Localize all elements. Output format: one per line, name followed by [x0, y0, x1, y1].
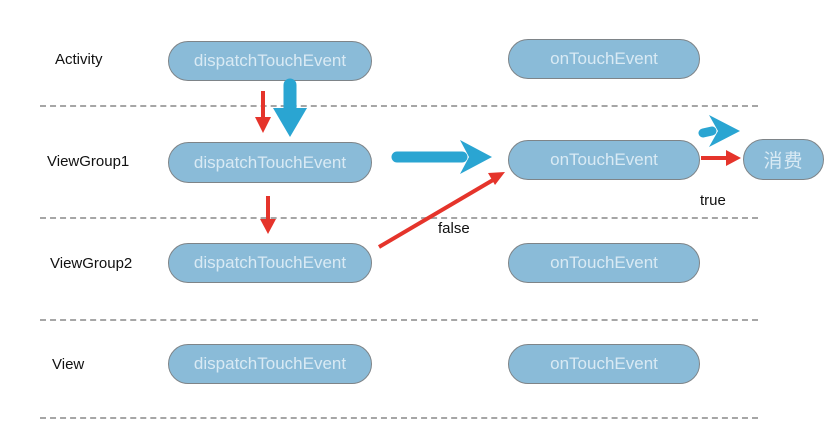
- false-label: false: [438, 220, 470, 237]
- pill-activity-ontouchevent: onTouchEvent: [508, 39, 700, 79]
- pill-viewgroup2-dispatchtouchevent: dispatchTouchEvent: [168, 243, 372, 283]
- pill-activity-dispatchtouchevent: dispatchTouchEvent: [168, 41, 372, 81]
- pill-view-dispatchtouchevent: dispatchTouchEvent: [168, 344, 372, 384]
- pill-viewgroup2-ontouchevent: onTouchEvent: [508, 243, 700, 283]
- red-arrow-down-activity-to-viewgroup1-icon: [255, 91, 271, 133]
- true-label: true: [700, 192, 726, 209]
- blue-arrow-right-dispatch-to-ontouch-icon: [391, 140, 492, 174]
- row-label-viewgroup2: ViewGroup2: [50, 255, 133, 272]
- row-label-viewgroup1: ViewGroup1: [47, 153, 130, 170]
- blue-arrow-down-activity-to-viewgroup1-icon: [273, 78, 307, 137]
- blue-arrow-right-consume-icon: [698, 115, 740, 147]
- red-arrow-down-viewgroup1-to-viewgroup2-icon: [260, 196, 276, 234]
- red-arrow-right-consume-icon: [701, 150, 741, 166]
- row-divider-1: [40, 105, 758, 107]
- row-divider-4: [40, 417, 758, 419]
- row-label-view: View: [52, 356, 85, 373]
- pill-view-ontouchevent: onTouchEvent: [508, 344, 700, 384]
- pill-consume: 消费: [743, 139, 824, 180]
- pill-viewgroup1-ontouchevent: onTouchEvent: [508, 140, 700, 180]
- row-divider-2: [40, 217, 758, 219]
- row-divider-3: [40, 319, 758, 321]
- row-label-activity: Activity: [55, 51, 103, 68]
- pill-viewgroup1-dispatchtouchevent: dispatchTouchEvent: [168, 142, 372, 183]
